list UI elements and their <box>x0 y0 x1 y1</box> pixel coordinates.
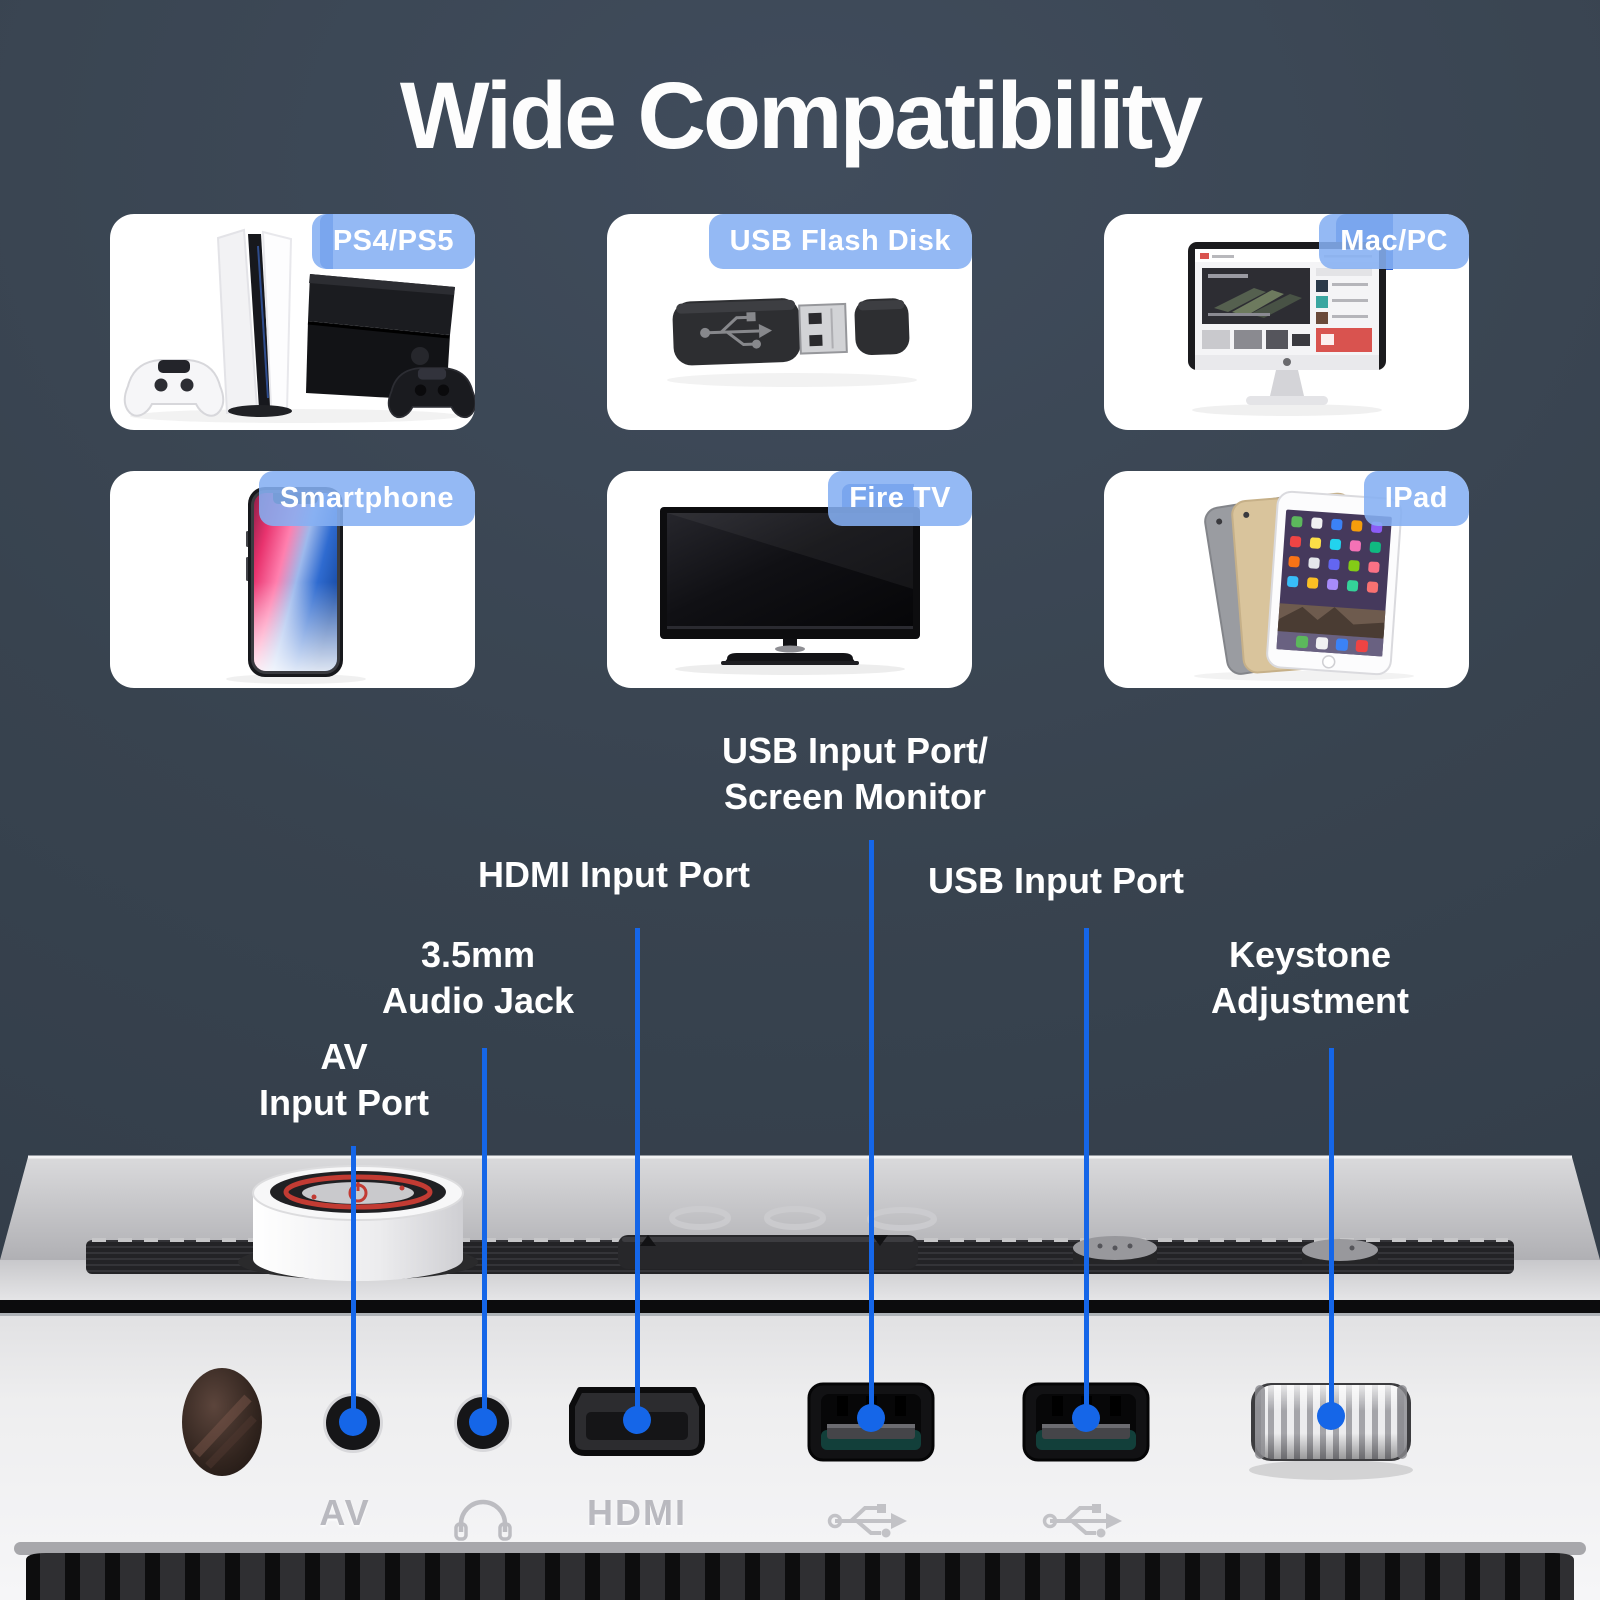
television-illustration <box>660 507 920 675</box>
top-knob-1 <box>1073 1236 1157 1264</box>
focus-knob <box>238 1165 478 1281</box>
hdmi-port-label: HDMI <box>587 1492 687 1533</box>
page-title: Wide Compatibility <box>399 63 1203 169</box>
usb-icon-1 <box>825 1496 913 1551</box>
ipad-tablets-illustration <box>1194 490 1414 681</box>
bottom-vent <box>26 1553 1574 1600</box>
leader-dot-hdmi <box>623 1406 651 1434</box>
device-card-usb-flash-disk: USB Flash Disk <box>607 214 972 430</box>
av-port-label: AV <box>319 1492 371 1533</box>
leader-line-audio <box>482 1048 487 1420</box>
device-badge: Mac/PC <box>1319 214 1469 269</box>
device-card-smartphone: Smartphone <box>110 471 475 688</box>
leader-line-av <box>351 1146 356 1420</box>
leader-line-hdmi <box>635 928 640 1420</box>
ir-receiver <box>182 1368 262 1476</box>
callout-av-input-port: AV Input Port <box>259 1036 429 1123</box>
leader-dot-keystone <box>1317 1402 1345 1430</box>
leader-line-usb-screen <box>869 840 874 1420</box>
device-badge: IPad <box>1363 471 1469 526</box>
leader-line-keystone <box>1329 1048 1334 1418</box>
callout-usb-screen-monitor: USB Input Port/ Screen Monitor <box>722 730 988 817</box>
leader-dot-audio <box>469 1408 497 1436</box>
leader-dot-usb <box>1072 1404 1100 1432</box>
projector-rear-panel <box>0 1155 1600 1600</box>
device-badge: USB Flash Disk <box>708 214 972 269</box>
callout-keystone-adjustment: Keystone Adjustment <box>1211 934 1409 1021</box>
device-badge: PS4/PS5 <box>311 214 475 269</box>
playstation-consoles-illustration <box>123 228 475 423</box>
callout-audio-jack: 3.5mm Audio Jack <box>381 934 575 1021</box>
device-card-ps4-ps5: PS4/PS5 <box>110 214 475 430</box>
device-card-mac-pc: Mac/PC <box>1104 214 1469 430</box>
device-card-ipad: IPad <box>1104 471 1469 688</box>
usb-flash-drive-illustration <box>667 298 917 387</box>
leader-line-usb <box>1084 928 1089 1420</box>
device-badge: Fire TV <box>828 471 972 526</box>
device-card-fire-tv: Fire TV <box>607 471 972 688</box>
leader-dot-usb-screen <box>857 1404 885 1432</box>
iphone-illustration <box>226 487 366 684</box>
callout-usb-input-port: USB Input Port <box>928 860 1184 901</box>
callout-hdmi-input-port: HDMI Input Port <box>478 854 750 895</box>
headphone-icon <box>452 1494 514 1547</box>
bottom-trim <box>14 1542 1586 1555</box>
top-knob-2 <box>1302 1239 1378 1264</box>
leader-dot-av <box>339 1408 367 1436</box>
power-icon <box>348 1182 368 1203</box>
vent-handle-bar <box>618 1235 918 1269</box>
body-seam <box>0 1300 1600 1313</box>
device-badge: Smartphone <box>258 471 475 526</box>
usb-icon-2 <box>1040 1496 1128 1551</box>
